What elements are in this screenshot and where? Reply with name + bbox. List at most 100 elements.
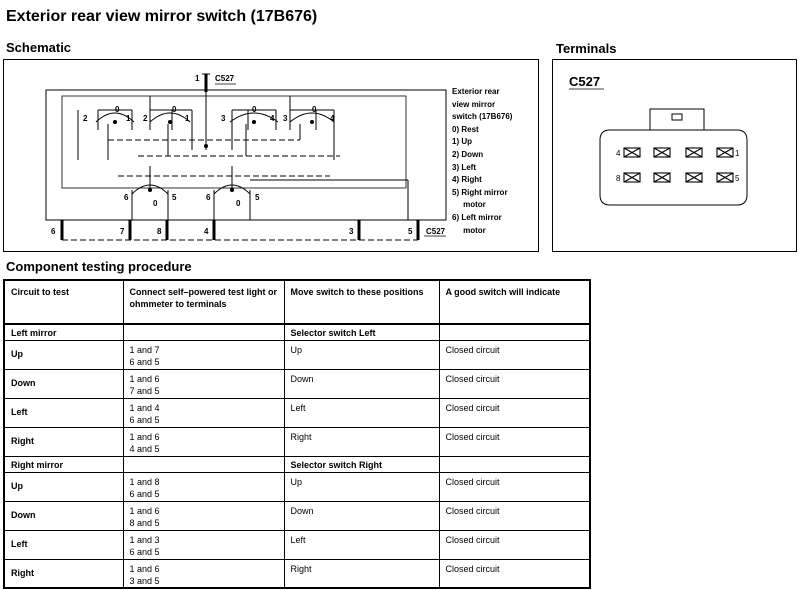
legend-line: 5) Right mirror xyxy=(452,187,508,197)
position-cell: Right xyxy=(283,427,440,457)
position-cell: Down xyxy=(283,501,440,531)
pin-cavities xyxy=(623,147,734,183)
circuit-cell: Down xyxy=(3,501,124,531)
svg-text:4: 4 xyxy=(330,114,335,123)
result-cell: Closed circuit xyxy=(438,501,591,531)
column-header: Move switch to these positions xyxy=(283,279,440,325)
table-header-row: Circuit to test Connect self–powered tes… xyxy=(3,279,591,325)
svg-text:3: 3 xyxy=(283,114,288,123)
result-cell: Closed circuit xyxy=(438,340,591,370)
procedure-heading: Component testing procedure xyxy=(6,259,192,274)
legend-line: motor xyxy=(452,200,486,210)
svg-text:2: 2 xyxy=(83,114,88,123)
bottom-connector-label: C527 xyxy=(426,227,446,236)
legend-line: Exterior rear xyxy=(452,87,500,96)
svg-text:0: 0 xyxy=(172,105,177,114)
legend-line: 0) Rest xyxy=(452,124,479,134)
svg-text:4: 4 xyxy=(270,114,275,123)
svg-text:0: 0 xyxy=(252,105,257,114)
svg-text:3: 3 xyxy=(221,114,226,123)
section-selector: Selector switch Left xyxy=(283,324,440,341)
terminals-panel xyxy=(552,59,797,252)
column-header: Connect self–powered test light or ohmme… xyxy=(122,279,285,325)
circuit-cell: Right xyxy=(3,559,124,589)
top-pin-label: 1 xyxy=(195,74,200,83)
page-title: Exterior rear view mirror switch (17B676… xyxy=(6,8,318,25)
legend-line: 2) Down xyxy=(452,149,484,159)
column-header: Circuit to test xyxy=(3,279,124,325)
circuit-cell: Down xyxy=(3,369,124,399)
pin-label: 4 xyxy=(616,149,621,158)
position-cell: Up xyxy=(283,472,440,502)
circuit-cell: Up xyxy=(3,472,124,502)
top-connector-label: C527 xyxy=(215,74,235,83)
position-cell: Right xyxy=(283,559,440,589)
section-selector: Selector switch Right xyxy=(283,456,440,473)
circuit-cell: Up xyxy=(3,340,124,370)
bottom-pin-label: 8 xyxy=(157,227,162,236)
legend-line: view mirror xyxy=(452,99,496,109)
procedure-table: Circuit to test Connect self–powered tes… xyxy=(3,279,591,589)
svg-text:0: 0 xyxy=(153,199,158,208)
legend-line: 3) Left xyxy=(452,162,476,172)
svg-text:6: 6 xyxy=(206,193,211,202)
section-name: Right mirror xyxy=(3,456,124,473)
pin-label: 8 xyxy=(616,174,621,183)
position-cell: Up xyxy=(283,340,440,370)
result-cell: Closed circuit xyxy=(438,398,591,428)
schematic-heading: Schematic xyxy=(6,40,72,55)
svg-text:0: 0 xyxy=(312,105,317,114)
legend-line: motor xyxy=(452,225,486,235)
position-cell: Down xyxy=(283,369,440,399)
result-cell: Closed circuit xyxy=(438,369,591,399)
schematic-legend: Exterior rear view mirror switch (17B676… xyxy=(452,86,512,237)
svg-text:6: 6 xyxy=(124,193,129,202)
circuit-cell: Right xyxy=(3,427,124,457)
result-cell: Closed circuit xyxy=(438,559,591,589)
svg-text:0: 0 xyxy=(236,199,241,208)
bottom-pin-label: 3 xyxy=(349,227,354,236)
result-cell: Closed circuit xyxy=(438,427,591,457)
circuit-cell: Left xyxy=(3,398,124,428)
legend-line: switch (17B676) xyxy=(452,112,513,122)
schematic-panel xyxy=(3,59,539,252)
connector-face-diagram: C527 4 1 8 5 xyxy=(569,74,748,206)
bottom-pin-label: 7 xyxy=(120,227,125,236)
connector-name: C527 xyxy=(569,74,600,89)
section-name: Left mirror xyxy=(3,324,124,341)
svg-text:1: 1 xyxy=(126,114,131,123)
schematic-diagram: 1 C527 201 201 304 304 605 605 6 7 8 4 3… xyxy=(45,73,447,241)
bottom-pin-label: 6 xyxy=(51,227,56,236)
pin-label: 5 xyxy=(735,174,740,183)
legend-line: 6) Left mirror xyxy=(452,212,502,222)
section-row: Left mirror Selector switch Left xyxy=(3,324,591,341)
bottom-pin-label: 4 xyxy=(204,227,209,236)
section-row: Right mirror Selector switch Right xyxy=(3,456,591,473)
svg-text:5: 5 xyxy=(255,193,260,202)
result-cell: Closed circuit xyxy=(438,472,591,502)
position-cell: Left xyxy=(283,398,440,428)
svg-text:5: 5 xyxy=(172,193,177,202)
legend-line: 4) Right xyxy=(452,175,482,185)
bottom-pin-label: 5 xyxy=(408,227,413,236)
legend-line: 1) Up xyxy=(452,137,472,147)
pin-label: 1 xyxy=(735,149,740,158)
svg-text:1: 1 xyxy=(185,114,190,123)
result-cell: Closed circuit xyxy=(438,530,591,560)
svg-text:0: 0 xyxy=(115,105,120,114)
